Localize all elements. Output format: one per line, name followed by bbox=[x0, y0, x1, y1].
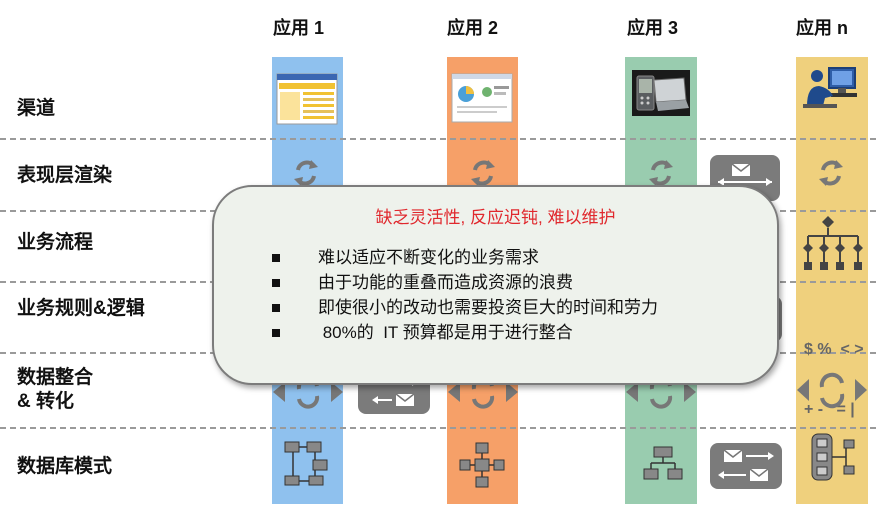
user-at-computer-icon bbox=[803, 66, 861, 110]
column-header-appn: 应用 n bbox=[796, 18, 848, 38]
bullet-item: 由于功能的重叠而造成资源的浪费 bbox=[272, 270, 658, 295]
refresh-cycle-icon bbox=[470, 156, 496, 190]
column-header-app2: 应用 2 bbox=[447, 18, 499, 38]
appn-column bbox=[796, 57, 868, 504]
rules-symbols-line1: $ % < > bbox=[804, 341, 864, 358]
refresh-cycle-icon bbox=[648, 156, 674, 190]
row-divider bbox=[0, 138, 876, 140]
row-label-process: 业务流程 bbox=[17, 232, 94, 253]
bullet-item: 80%的 IT 预算都是用于进行整合 bbox=[272, 320, 658, 345]
bullet-item: 难以适应不断变化的业务需求 bbox=[272, 245, 658, 270]
refresh-cycle-icon bbox=[818, 156, 844, 190]
row-label-presentation: 表现层渲染 bbox=[17, 165, 113, 186]
schema-icon bbox=[811, 433, 856, 481]
row-label-rules: 业务规则&逻辑 bbox=[17, 298, 145, 319]
problem-callout: 缺乏灵活性, 反应迟钝, 难以维护 难以适应不断变化的业务需求 由于功能的重叠而… bbox=[212, 185, 779, 385]
bullet-item: 即使很小的改动也需要投资巨大的时间和劳力 bbox=[272, 295, 658, 320]
schema-icon bbox=[283, 441, 333, 486]
message-envelope-icon bbox=[710, 443, 782, 489]
column-header-app3: 应用 3 bbox=[627, 18, 679, 38]
rules-symbols-line2: + - = | bbox=[804, 401, 855, 418]
callout-title: 缺乏灵活性, 反应迟钝, 难以维护 bbox=[375, 208, 616, 227]
callout-bullet-list: 难以适应不断变化的业务需求 由于功能的重叠而造成资源的浪费 即使很小的改动也需要… bbox=[272, 245, 658, 345]
refresh-cycle-icon bbox=[293, 156, 319, 190]
schema-icon bbox=[459, 442, 505, 488]
column-header-app1: 应用 1 bbox=[273, 18, 325, 38]
row-label-channel: 渠道 bbox=[17, 98, 56, 119]
rules-symbols: $ % < > + - = | bbox=[804, 300, 864, 440]
schema-icon bbox=[643, 446, 683, 480]
pda-laptop-icon bbox=[632, 70, 690, 116]
row-divider bbox=[0, 427, 876, 429]
flowchart-icon bbox=[802, 216, 863, 276]
screenshot-app1-icon bbox=[276, 73, 338, 125]
row-label-database: 数据库模式 bbox=[17, 456, 113, 477]
row-label-integration: 数据整合 & 转化 bbox=[17, 367, 94, 412]
exchange-arrows-icon bbox=[797, 370, 867, 410]
screenshot-app2-icon bbox=[451, 73, 513, 123]
